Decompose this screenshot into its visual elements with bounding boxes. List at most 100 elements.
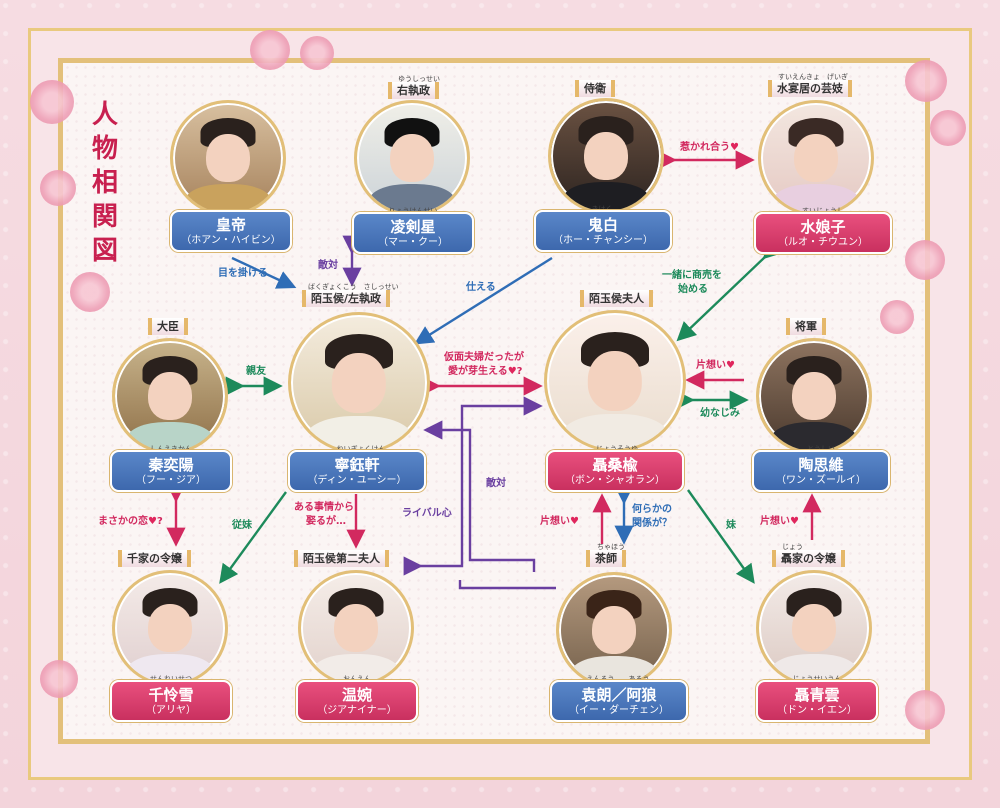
actor-name: （アリヤ） [146,705,196,716]
actor-name: （ホー・チャンシー） [553,235,653,246]
relation-label: ある事情から [294,502,354,513]
name-ruby: おんえん [343,675,371,683]
nameplate-yuanlang: 袁朗／阿狼 （イー・ダーチェン） [550,680,688,722]
relation-label: ライバル心 [402,508,452,519]
relation-label: 親友 [246,366,266,377]
role-ruby: ばくぎょくこう さしっせい [308,283,399,291]
name-ruby: きはく [591,205,613,213]
heart-icon: ♥ [726,360,735,371]
arrow-shui-nie [676,239,784,342]
heart-icon: ♥ [730,142,739,153]
actor-name: （フー・ジア） [136,475,206,486]
heart-icon: ♥ [507,366,517,377]
blossom-decoration [40,660,78,698]
relation-label: 何らかの [632,504,672,515]
nameplate-qinyiyang: 秦奕陽 （フー・ジア） [110,450,232,492]
chart-title: 人物相関図 [91,100,118,266]
portrait-taosiyu [756,338,872,454]
arrow-yuan-wen-rival [423,420,536,572]
arrow-yuan-nie-enemy2 [458,580,556,590]
name-ruby: とうしい [807,445,835,453]
role-tag: 侍衛 [575,80,615,97]
blossom-decoration [905,60,947,102]
actor-name: （イー・ダーチェン） [569,705,669,716]
character-name: 聶桑楡 [592,456,638,474]
actor-name: （ルオ・チウユン） [778,237,868,248]
role-ruby: ちゃほう [597,543,625,551]
blossom-decoration [40,170,76,206]
blossom-decoration [880,300,914,334]
role-tag: 陌玉侯夫人 [580,290,653,307]
blossom-decoration [930,110,966,146]
name-ruby: りょうけんせい [388,207,438,215]
arrow-emperor-to-ning [231,256,297,289]
nameplate-ningyuxuan: 寧鈺軒 （ディン・ユーシー） [288,450,426,492]
nameplate-lingjianxing: 凌剣星 （マー・クー） [352,212,474,254]
relation-label: 片想い♥ [760,516,799,527]
arrow-nie-to-qing [687,489,755,584]
nameplate-niesangyu: 聶桑楡 （ボン・シャオラン） [546,450,684,492]
relation-label: 一緒に商売を [662,270,722,281]
portrait-lingjianxing [354,100,470,216]
role-tag: 陌玉侯/左執政 [302,290,391,307]
nameplate-nieqingyun: 聶青雲 （ドン・イエン） [756,680,878,722]
role-ruby: じょう [782,543,803,551]
role-tag: 茶師 [586,550,626,567]
blossom-decoration [30,80,74,124]
role-tag: 将軍 [786,318,826,335]
character-name: 凌剣星 [390,218,436,236]
character-name: 皇帝 [215,216,246,234]
relation-label: まさかの恋♥? [98,516,163,527]
character-name: 温婉 [341,686,372,704]
role-tag: 陌玉侯第二夫人 [294,550,389,567]
relation-label: 始める [678,284,708,295]
heart-icon: ♥ [570,516,579,527]
relation-label: 敵対 [486,478,506,489]
actor-name: （ボン・シャオラン） [565,475,665,486]
name-ruby: しんえきかん [150,445,192,453]
relation-label: 従妹 [232,520,252,531]
name-ruby: すいじょうし [802,207,844,215]
nameplate-qianlingxue: 千怜雪 （アリヤ） [110,680,232,722]
actor-name: （ワン・ズールイ） [776,475,866,486]
relation-label: 惹かれ合う♥ [680,142,739,153]
arrow-guibai-to-ning [413,256,553,345]
blossom-decoration [70,272,110,312]
nameplate-emperor: 皇帝 （ホアン・ハイビン） [170,210,292,252]
relation-label: 仮面夫婦だったが [444,352,524,363]
relation-label: 妹 [726,520,736,531]
character-name: 水娘子 [800,218,846,236]
actor-name: （ドン・イエン） [777,705,857,716]
character-name: 秦奕陽 [148,456,194,474]
blossom-decoration [905,690,945,730]
arrow-ning-to-qian [219,491,287,584]
blossom-decoration [905,240,945,280]
nameplate-taosiyu: 陶思維 （ワン・ズールイ） [752,450,890,492]
role-tag: 水宴居の芸妓 [768,80,852,97]
relation-label: 愛が芽生える♥? [448,366,523,377]
role-ruby: ゆうしっせい [398,75,440,83]
relation-label: 関係が？ [632,518,672,529]
heart-icon: ♥ [148,516,157,527]
role-ruby: すいえんきょ げいぎ [778,73,848,81]
blossom-decoration [300,36,334,70]
relation-label: 片想い♥ [540,516,579,527]
name-ruby: じょうそうゆ [596,445,638,453]
character-name: 寧鈺軒 [334,456,380,474]
relation-label: 幼なじみ [700,408,740,419]
role-tag: 千家の令嬢 [118,550,191,567]
name-ruby: ねいぎょくけん [336,445,386,453]
nameplate-guibai: 鬼白 （ホー・チャンシー） [534,210,672,252]
actor-name: （マー・クー） [378,237,448,248]
portrait-emperor [170,100,286,216]
relation-label: 目を掛ける [218,268,268,279]
portrait-yuanlang [556,572,672,688]
name-ruby: えんろう あろう [586,675,650,683]
relation-label: 仕える [466,282,496,293]
arrow-wen-nie-enemy [403,396,543,576]
nameplate-wenwan: 温婉 （ジアナイナー） [296,680,418,722]
portrait-qinyiyang [112,338,228,454]
name-ruby: じょうせいうん [792,675,842,683]
